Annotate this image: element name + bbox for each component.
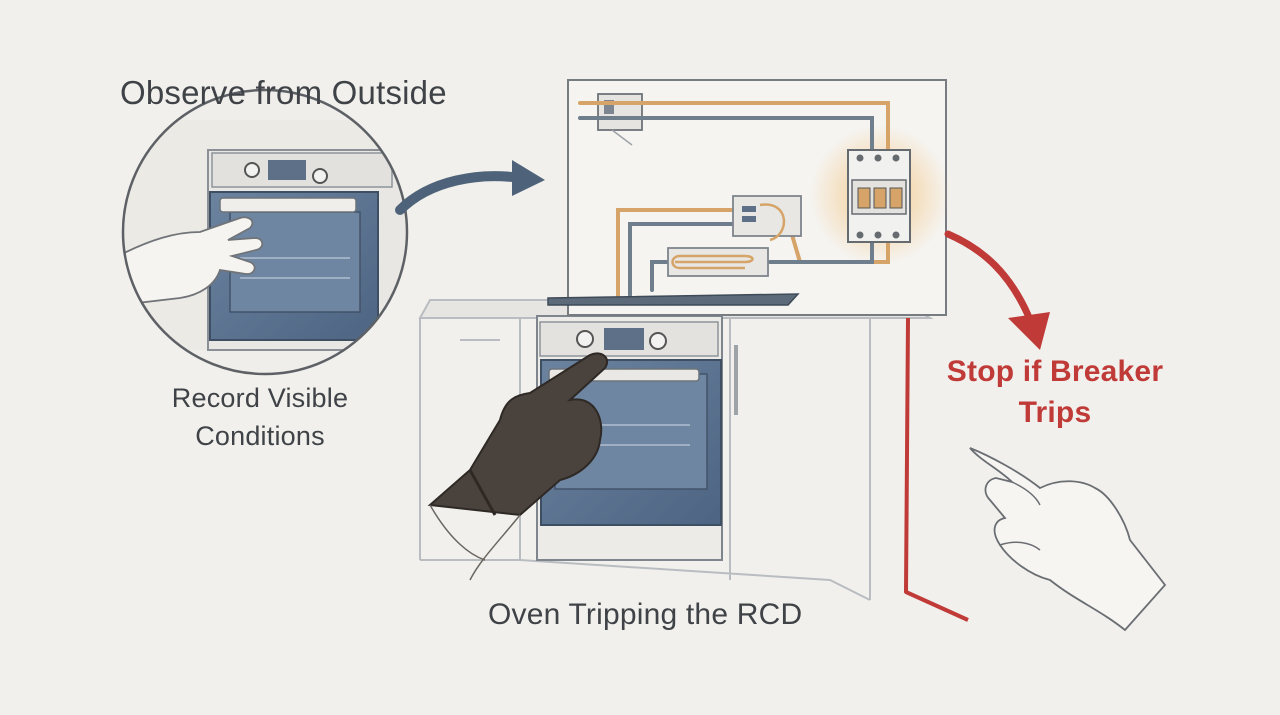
alert-arrow bbox=[944, 230, 1032, 319]
observe-zoom-circle bbox=[121, 88, 409, 376]
observe-from-outside-label: Observe from Outside bbox=[120, 74, 447, 111]
alert-line-vertical bbox=[904, 317, 969, 622]
record-visible-conditions-label: Record Visible Conditions bbox=[171, 383, 349, 451]
arrow-to-wiring-head bbox=[512, 160, 545, 196]
arrow-to-wiring bbox=[395, 171, 525, 215]
wiring-diagram-panel bbox=[547, 79, 950, 316]
stop-if-breaker-trips-label: Stop if Breaker Trips bbox=[946, 355, 1164, 429]
alert-arrow-head bbox=[1008, 312, 1050, 350]
oven-tripping-rcd-label: Oven Tripping the RCD bbox=[488, 598, 803, 631]
pointing-hand bbox=[969, 447, 1167, 632]
gloved-hand bbox=[427, 352, 609, 581]
